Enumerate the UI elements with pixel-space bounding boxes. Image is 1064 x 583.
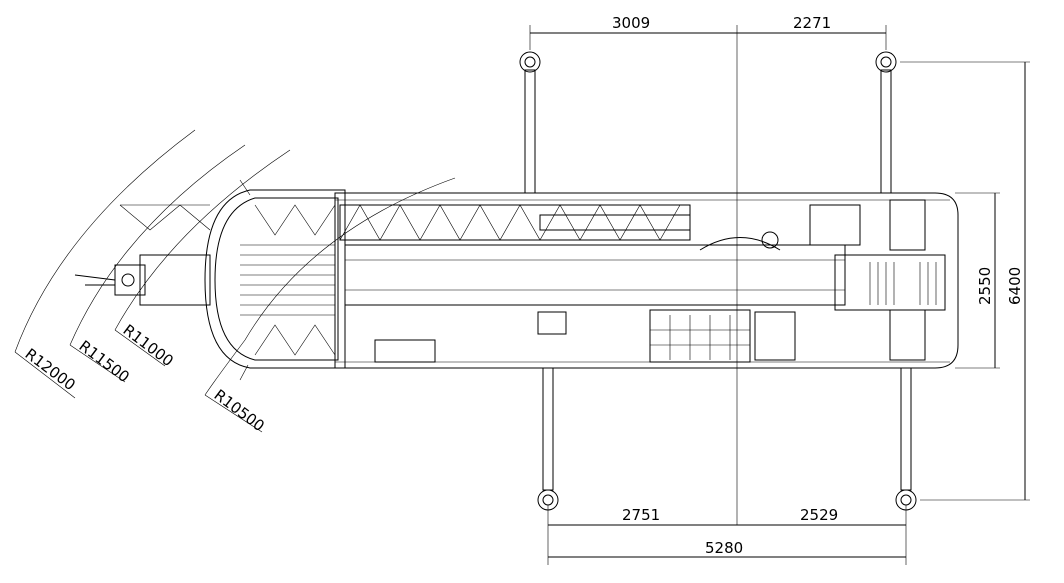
- radius-r11000: R11000: [120, 321, 177, 370]
- outrigger-pad: [537, 489, 559, 511]
- side-dimension: 2550 6400: [900, 61, 1030, 501]
- dim-2529: 2529: [800, 506, 838, 524]
- carrier-body: [334, 192, 959, 369]
- superstructure: [74, 179, 346, 381]
- outrigger-pad: [519, 51, 541, 73]
- top-dimension: 3009 2271: [529, 14, 887, 525]
- outrigger-pad: [875, 51, 897, 73]
- dim-2271: 2271: [793, 14, 831, 32]
- dim-2751: 2751: [622, 506, 660, 524]
- dim-5280: 5280: [705, 539, 743, 557]
- outrigger-pad: [895, 489, 917, 511]
- dim-6400: 6400: [1006, 267, 1024, 305]
- outriggers: [519, 51, 917, 511]
- dim-3009: 3009: [612, 14, 650, 32]
- radius-r11500: R11500: [76, 337, 133, 386]
- radius-r10500: R10500: [211, 386, 268, 435]
- bottom-dimension: 2751 2529 5280: [547, 505, 907, 565]
- dim-2550: 2550: [976, 267, 994, 305]
- slew-radius-arcs: R12000 R11500 R11000 R10500: [14, 129, 456, 435]
- radius-r12000: R12000: [22, 345, 79, 394]
